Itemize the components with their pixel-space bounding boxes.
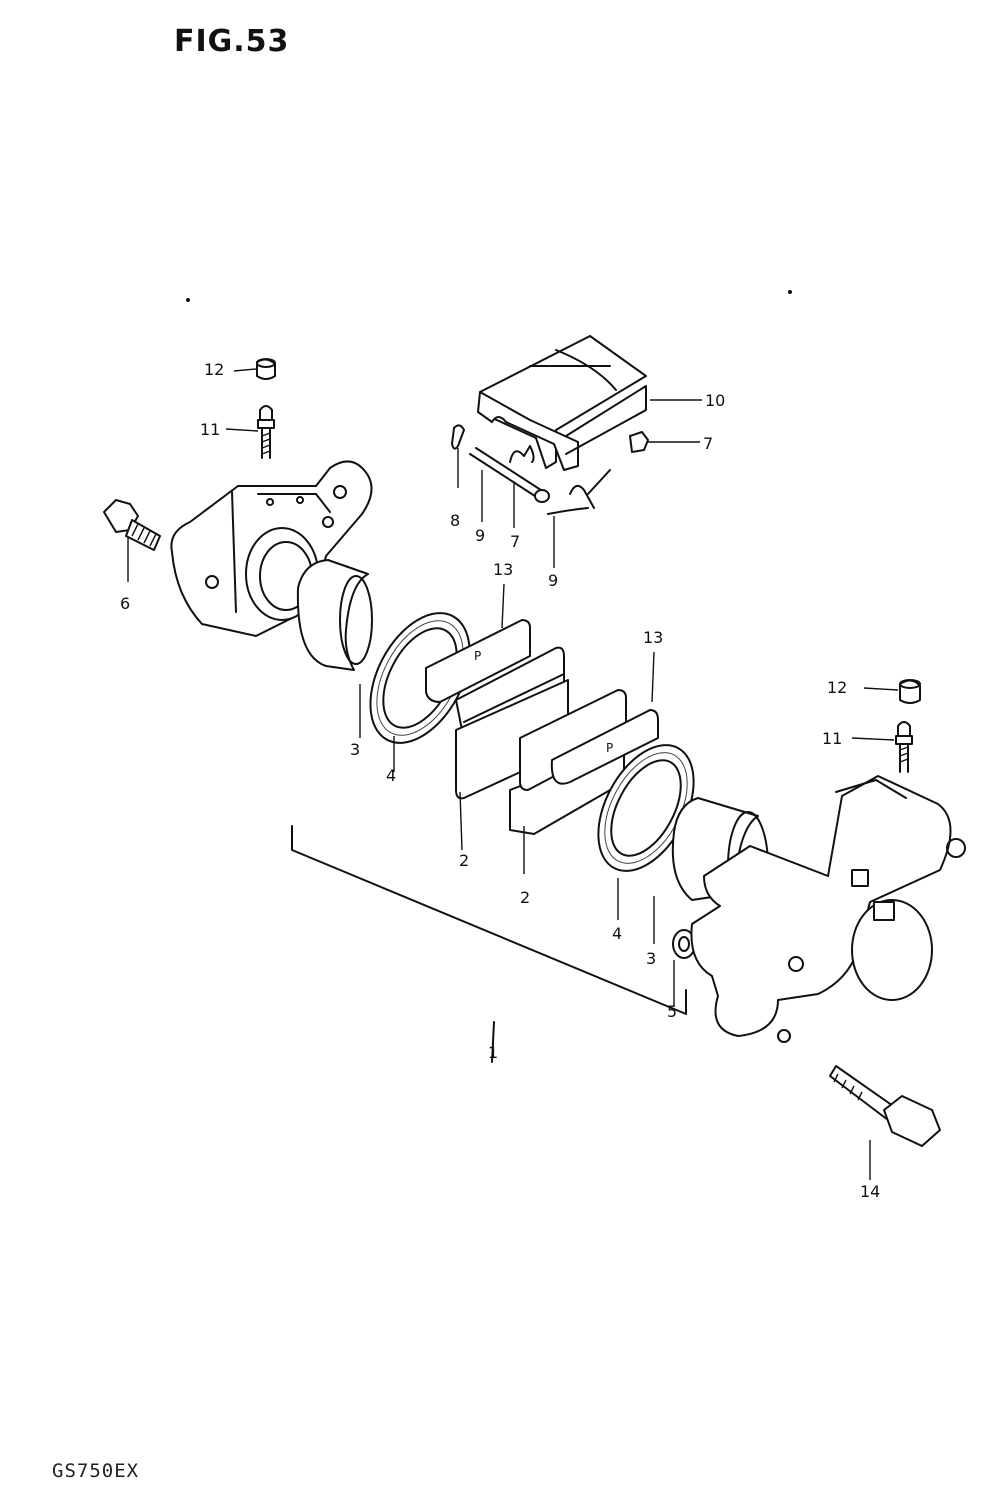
model-code: GS750EX (52, 1460, 140, 1482)
mounting-bolt (103, 499, 161, 551)
part-label-11-right: 11 (822, 729, 843, 748)
part-label-10: 10 (705, 391, 726, 410)
bleeder-cap-left (256, 358, 276, 380)
part-label-12-left: 12 (204, 360, 225, 379)
svg-text:P: P (606, 741, 613, 755)
part-label-14: 14 (860, 1182, 881, 1201)
part-label-11-left: 11 (200, 420, 221, 439)
caliper-bolt (829, 1065, 941, 1147)
part-label-1: 1 (488, 1043, 499, 1062)
part-label-8: 8 (450, 511, 461, 530)
part-label-3-right: 3 (646, 949, 657, 968)
part-label-4-right: 4 (612, 924, 623, 943)
pad-shim-left: P (425, 619, 531, 703)
bleeder-cap-right (899, 679, 921, 704)
part-label-9-top: 9 (475, 526, 486, 545)
pad-shim-right: P (550, 709, 659, 785)
piston-left (296, 559, 373, 671)
part-label-3-left: 3 (350, 740, 361, 759)
clip-8 (451, 424, 465, 450)
caliper-body-right (690, 775, 966, 1043)
part-label-7-pin: 7 (510, 532, 521, 551)
part-label-9-clip: 9 (548, 571, 559, 590)
pin-bolt-small (629, 431, 649, 453)
part-label-6: 6 (120, 594, 131, 613)
part-label-5: 5 (667, 1002, 678, 1021)
part-label-2-left: 2 (459, 851, 470, 870)
bleeder-valve-right (895, 721, 913, 773)
figure-title: FIG.53 (174, 24, 290, 59)
part-label-7-bolt: 7 (703, 434, 714, 453)
pad-pin (469, 447, 550, 503)
svg-text:P: P (474, 649, 481, 663)
pad-cover (477, 335, 647, 471)
brake-pad-left (455, 646, 569, 800)
spring-clips (509, 445, 611, 515)
part-label-12-right: 12 (827, 678, 848, 697)
part-label-4-left: 4 (386, 766, 397, 785)
piston-seal-right (597, 744, 695, 872)
bleeder-valve-left (257, 405, 275, 459)
part-label-2-right: 2 (520, 888, 531, 907)
part-label-13-right: 13 (643, 628, 664, 647)
part-label-13-left: 13 (493, 560, 514, 579)
